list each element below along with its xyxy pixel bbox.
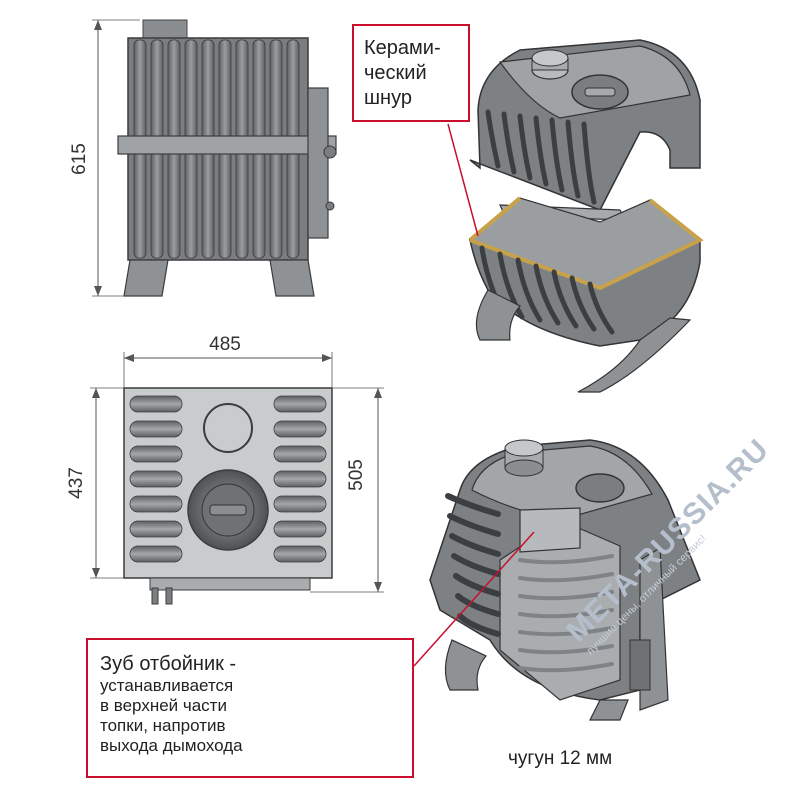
top-rib-left [129,520,183,538]
side-view [92,19,337,297]
top-rib-right [273,545,327,563]
top-view [90,352,384,605]
lower-rib [497,251,525,320]
lower-rib [569,275,597,332]
ceramic-cord-line2: ческий [364,62,427,84]
lid-rib [581,121,597,205]
inner-rib [518,590,614,601]
inner-rib [518,572,614,583]
cut-rib [451,553,501,577]
height-dimension-label: 615 [69,143,90,175]
ceramic-cord-leader [447,123,479,237]
top-rib-left [129,395,183,413]
exploded-view [468,39,704,393]
lid-rib [565,119,581,199]
top-rib-left [129,495,183,513]
lid-rib [517,113,533,181]
cut-rib [457,613,501,637]
inner-rib [518,626,614,637]
top-rib-left [129,420,183,438]
cutaway-view [429,439,701,721]
baffle-line1: устанавливается [100,676,234,695]
inner-rib [518,662,614,673]
lid-rib [533,115,549,187]
cut-rib [445,493,501,517]
baffle-title: Зуб отбойник - [100,653,237,675]
ceramic-cord-callout: Керами- ческий шнур [352,24,470,122]
lid-rib [549,117,565,193]
lower-rib [533,263,561,326]
width-dimension-label: 485 [209,334,241,355]
top-rib-right [273,445,327,463]
lid-rib [485,109,501,169]
lower-rib [515,257,543,323]
top-rib-left [129,545,183,563]
depth-body-dimension-label: 437 [66,467,87,499]
top-rib-right [273,395,327,413]
cut-rib [453,573,501,597]
baffle-line2: в верхней части [100,696,227,715]
lower-rib [551,269,579,329]
lower-rib [587,281,615,335]
cut-rib [455,593,501,617]
top-rib-right [273,495,327,513]
baffle-line4: выхода дымохода [100,736,243,755]
baffle-leader [413,531,535,667]
lid-rib [501,111,517,175]
baffle-line3: топки, напротив [100,716,226,735]
top-rib-left [129,470,183,488]
top-rib-left [129,445,183,463]
top-rib-right [273,520,327,538]
material-label: чугун 12 мм [508,748,613,769]
depth-total-dimension-label: 505 [346,459,367,491]
ceramic-cord-line3: шнур [364,87,412,109]
baffle-callout: Зуб отбойник - устанавливается в верхней… [86,638,414,778]
inner-rib [518,644,614,655]
inner-rib [518,608,614,619]
cut-rib [447,513,501,537]
top-rib-right [273,470,327,488]
inner-rib [518,554,614,565]
top-rib-right [273,420,327,438]
cut-rib [449,533,501,557]
ceramic-cord-line1: Керами- [364,37,441,59]
